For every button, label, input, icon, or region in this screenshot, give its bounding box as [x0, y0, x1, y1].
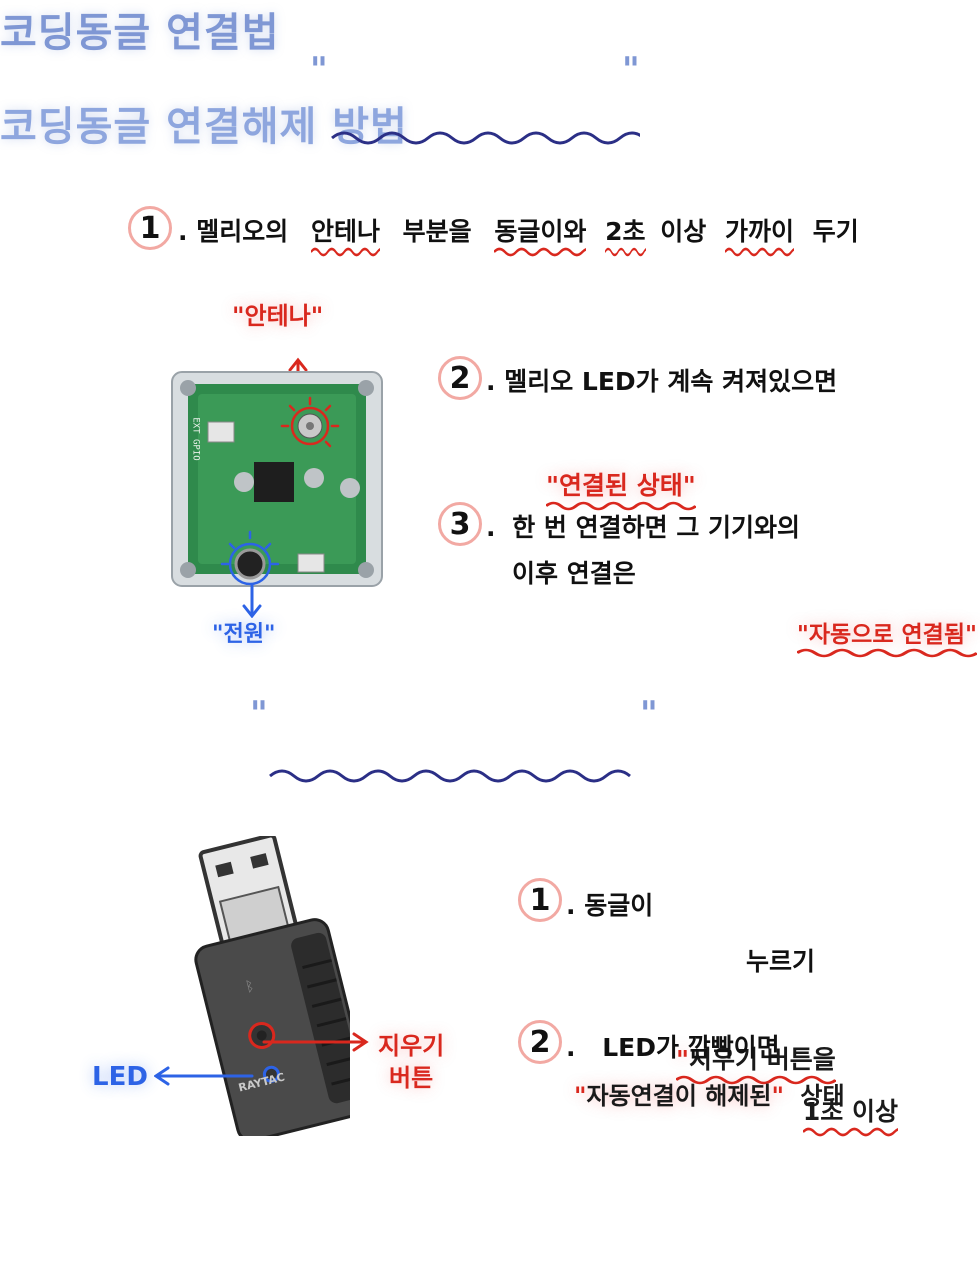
red-wave-underline [310, 247, 380, 257]
pcb-drawing [171, 371, 383, 587]
red-wave-underline [802, 1127, 898, 1137]
step1-number: 1 [128, 206, 172, 250]
s2-step2-line2: "자동연결이 해제된" 상태 [574, 1082, 845, 1110]
s2-step2-highlight: 자동연결이 해제된 [586, 1082, 772, 1110]
erase-button-label: 지우기 버튼 [378, 1032, 445, 1092]
step1-highlight-dongle: 동글이와 [494, 212, 587, 257]
step1-highlight-antenna: 안테나 [310, 212, 380, 257]
power-label: "전원" [212, 622, 276, 647]
led-label: LED [92, 1062, 148, 1092]
s2-step1-highlight-1sec: 1초 이상 [802, 1092, 898, 1137]
step1-text-d: 두기 [812, 217, 859, 246]
step3-line1: . 한 번 연결하면 그 기기와의 [486, 513, 801, 542]
step3-line2: 이후 연결은 [512, 559, 636, 588]
step2-line: . 멜리오 LED가 계속 켜져있으면 [486, 367, 838, 396]
s2-step2-number: 2 [518, 1020, 562, 1064]
step1-line: . 멜리오의 안테나 부분을 동글이와 2초 이상 가까이 두기 [178, 212, 859, 257]
step1-text-a: 멜리오의 [196, 217, 289, 246]
s2-step1-number: 1 [518, 878, 562, 922]
step1-text-b: 부분을 [402, 217, 472, 246]
s2-step1-line1: . 동글이 [566, 891, 654, 920]
led-arrow-icon [154, 1066, 254, 1086]
s2-step1-highlight-button: "지우기 버튼을 [676, 1040, 836, 1085]
step1-text-c: 이상 [660, 217, 707, 246]
s2-step2-text-end: 상태 [800, 1082, 845, 1110]
step2-number: 2 [438, 356, 482, 400]
power-arrow-icon [242, 584, 262, 618]
red-wave-underline [796, 648, 977, 658]
step1-highlight-close: 가까이 [725, 212, 795, 257]
red-wave-underline [494, 247, 587, 257]
open-quote-icon: " [310, 50, 328, 90]
close-quote-icon: " [622, 50, 640, 90]
board-silkscreen: EXT GPIO [190, 417, 201, 461]
close-quote-icon: " [640, 694, 658, 734]
title-underline-wave [269, 769, 631, 783]
red-wave-underline [546, 501, 696, 511]
red-wave-underline [605, 247, 646, 257]
open-quote-icon: " [250, 694, 268, 734]
dongle-drawing: ᛒ [194, 833, 372, 1143]
section2-title: 코딩동글 연결해제 방법 [0, 104, 408, 150]
red-wave-underline [725, 247, 795, 257]
title-underline-wave [331, 131, 640, 145]
bluetooth-icon: ᛒ [244, 978, 256, 996]
step3-number: 3 [438, 502, 482, 546]
step1-highlight-2sec: 2초 [605, 212, 646, 257]
coding-dongle-image: ᛒ RAYTAC [190, 833, 372, 1143]
step3-highlight: "자동으로 연결됨" [796, 615, 977, 658]
red-wave-underline [676, 1075, 836, 1085]
melio-board-image: EXT GPIO [168, 368, 386, 590]
erase-button-arrow-icon [262, 1032, 369, 1052]
s2-step2-line1: . LED가 깜빡이면 [566, 1033, 780, 1062]
s2-step1-text-b: 누르기 [746, 947, 816, 976]
antenna-label: "안테나" [232, 302, 324, 330]
step2-highlight: "연결된 상태" [546, 466, 696, 511]
section1-title: 코딩동글 연결법 [0, 10, 280, 56]
